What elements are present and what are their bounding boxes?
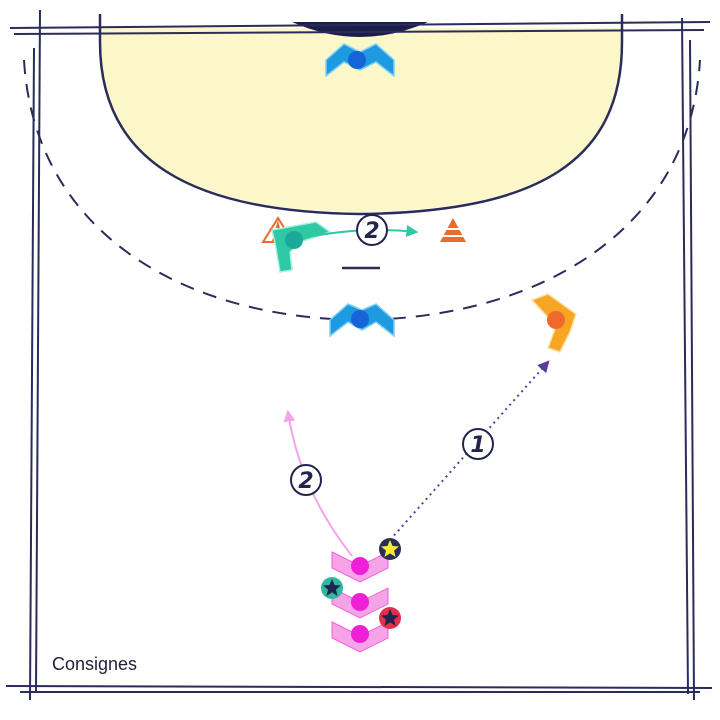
svg-text:2: 2: [364, 219, 379, 244]
caption-consignes: Consignes: [52, 654, 138, 674]
pass-arrow: [389, 360, 550, 541]
star-icon: [321, 577, 343, 599]
attacker-pink-icon: [331, 621, 389, 653]
goal-area-line: [98, 14, 624, 216]
star-icon: [379, 607, 401, 629]
goalkeeper-icon: [325, 43, 395, 78]
defender-green-icon: [271, 221, 332, 273]
attacker-pink-icon: [331, 551, 389, 583]
free-throw-line: [23, 59, 701, 322]
defender-blue-icon: [329, 303, 395, 338]
goal-area: [100, 28, 622, 212]
attacker-orange-icon: [530, 293, 577, 353]
cone-icon: [440, 218, 466, 242]
label-run-defender: 2: [356, 214, 388, 246]
label-pass: 1: [462, 428, 494, 460]
svg-text:2: 2: [298, 469, 313, 494]
svg-text:1: 1: [470, 433, 485, 458]
star-icon: [379, 538, 401, 560]
court-lines: [5, 9, 713, 701]
attacker-pink-icon: [331, 587, 389, 619]
label-run-player: 2: [290, 464, 322, 496]
